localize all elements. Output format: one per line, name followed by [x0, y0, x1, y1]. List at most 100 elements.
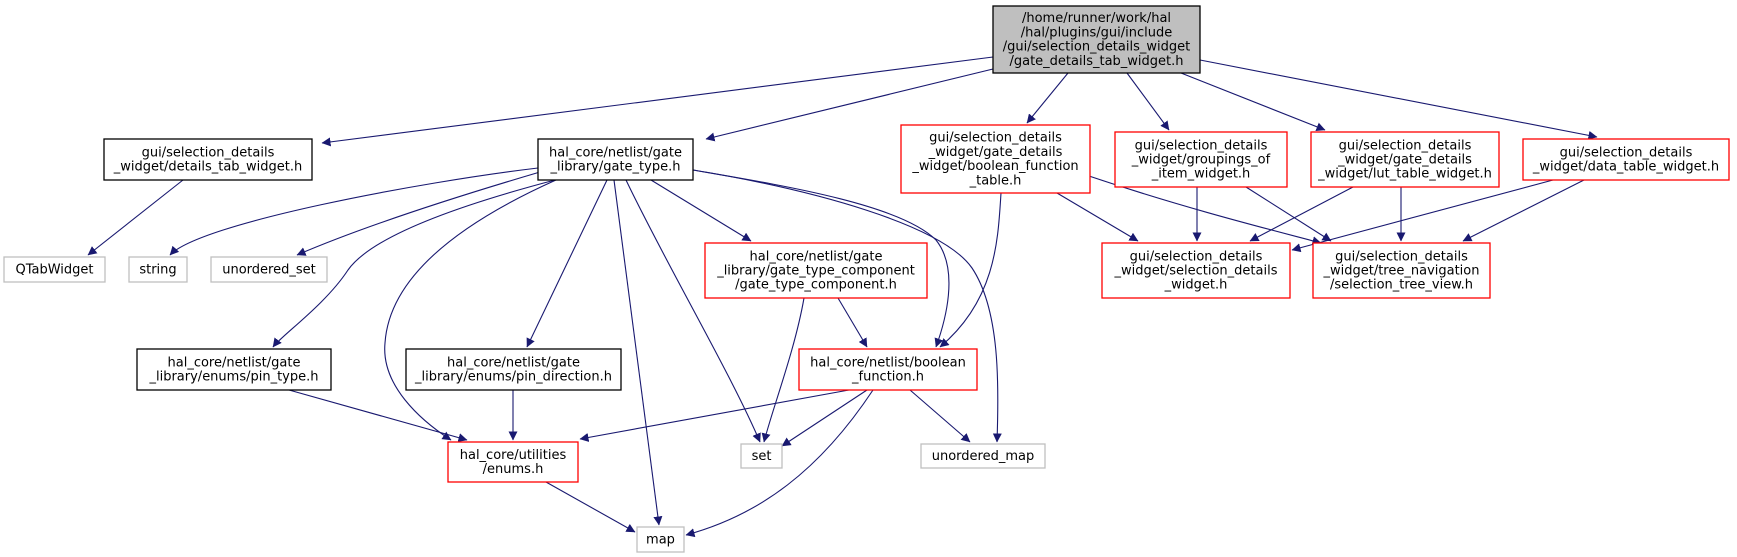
node-label-pin_dir-line-1: _library/enums/pin_direction.h — [414, 370, 612, 385]
edge-gate_type-to-map — [613, 179, 663, 526]
node-label-set-line-0: set — [752, 449, 772, 464]
edge-enums-to-map — [545, 481, 636, 533]
node-data_table[interactable]: gui/selection_details_widget/data_table_… — [1522, 138, 1730, 181]
node-groupings[interactable]: gui/selection_details_widget/groupings_o… — [1114, 131, 1288, 188]
edge-bool_table-to-tree_view — [1088, 175, 1322, 246]
edge-gate_type-to-gtc — [650, 179, 752, 242]
node-box-details_tab — [103, 138, 313, 181]
node-label-gtc-line-1: _library/gate_type_component — [716, 263, 915, 278]
edges-layer — [87, 56, 1598, 538]
node-label-bool_table-line-0: gui/selection_details — [929, 131, 1062, 146]
node-sel_widget[interactable]: gui/selection_details_widget/selection_d… — [1101, 242, 1291, 299]
edge-root-to-bool_table — [1026, 72, 1069, 124]
edge-root-to-data_table — [1199, 59, 1598, 140]
edge-root-to-groupings — [1126, 72, 1170, 131]
node-label-root-line-0: /home/runner/work/hal — [1022, 11, 1171, 26]
node-box-gtc — [704, 242, 928, 299]
node-unordered_set: unordered_set — [210, 256, 328, 283]
node-string: string — [128, 256, 188, 283]
node-box-pin_type — [136, 348, 332, 391]
edge-bool_func-to-map — [685, 389, 874, 538]
edge-gate_type-to-pin_type — [272, 179, 556, 348]
node-label-details_tab-line-0: gui/selection_details — [142, 145, 275, 160]
node-label-bool_func-line-1: _function.h — [851, 370, 924, 385]
edge-lut_table-to-sel_widget — [1249, 186, 1354, 242]
edge-data_table-to-sel_widget — [1291, 179, 1554, 253]
node-box-qtab — [3, 256, 106, 283]
node-label-qtab-line-0: QTabWidget — [15, 262, 93, 277]
node-label-gate_type-line-1: _library/gate_type.h — [550, 160, 681, 175]
node-label-gtc-line-0: hal_core/netlist/gate — [750, 249, 883, 264]
node-label-pin_type-line-0: hal_core/netlist/gate — [168, 355, 301, 370]
node-label-data_table-line-0: gui/selection_details — [1560, 145, 1693, 160]
node-box-pin_dir — [405, 348, 622, 391]
edge-root-to-lut_table — [1180, 72, 1326, 132]
edge-gate_type-to-string — [169, 167, 539, 256]
node-set: set — [740, 443, 783, 469]
edge-gate_type-to-pin_dir — [526, 179, 608, 348]
edge-gate_type-to-enums — [384, 179, 557, 441]
node-label-root-line-3: /gate_details_tab_widget.h — [1009, 54, 1183, 69]
edge-gate_type-to-unordered_set — [296, 171, 541, 256]
node-label-tree_view-line-0: gui/selection_details — [1335, 249, 1468, 264]
node-label-unordered_map-line-0: unordered_map — [932, 449, 1035, 464]
node-label-bool_func-line-0: hal_core/netlist/boolean — [810, 355, 966, 370]
nodes-layer: /home/runner/work/hal/hal/plugins/gui/in… — [3, 5, 1730, 553]
edge-gtc-to-bool_func — [837, 297, 868, 348]
node-box-root — [992, 5, 1201, 74]
node-gate_type[interactable]: hal_core/netlist/gate_library/gate_type.… — [537, 138, 694, 181]
node-label-pin_dir-line-0: hal_core/netlist/gate — [447, 355, 580, 370]
edge-bool_func-to-enums — [579, 389, 850, 442]
node-root[interactable]: /home/runner/work/hal/hal/plugins/gui/in… — [992, 5, 1201, 74]
node-gtc[interactable]: hal_core/netlist/gate_library/gate_type_… — [704, 242, 928, 299]
node-pin_dir[interactable]: hal_core/netlist/gate_library/enums/pin_… — [405, 348, 622, 391]
node-label-groupings-line-0: gui/selection_details — [1135, 138, 1268, 153]
node-label-sel_widget-line-2: _widget.h — [1164, 278, 1228, 293]
node-box-tree_view — [1312, 242, 1491, 299]
edge-gate_type-to-bool_func — [692, 169, 950, 348]
edge-root-to-gate_type — [705, 68, 994, 142]
edge-data_table-to-tree_view — [1462, 179, 1585, 242]
node-label-gtc-line-2: /gate_type_component.h — [735, 278, 897, 293]
node-box-bool_func — [798, 348, 978, 391]
edge-bool_func-to-unordered_map — [909, 389, 971, 443]
node-box-unordered_map — [920, 443, 1046, 469]
node-label-pin_type-line-1: _library/enums/pin_type.h — [148, 370, 318, 385]
node-label-lut_table-line-2: _widget/lut_table_widget.h — [1317, 167, 1492, 182]
edge-bool_table-to-sel_widget — [1056, 192, 1139, 242]
node-box-unordered_set — [210, 256, 328, 283]
node-box-groupings — [1114, 131, 1288, 188]
node-label-tree_view-line-2: /selection_tree_view.h — [1330, 278, 1473, 293]
node-label-details_tab-line-1: _widget/details_tab_widget.h — [113, 160, 303, 175]
node-label-enums-line-1: /enums.h — [483, 462, 544, 477]
node-tree_view[interactable]: gui/selection_details_widget/tree_naviga… — [1312, 242, 1491, 299]
node-unordered_map: unordered_map — [920, 443, 1046, 469]
node-enums[interactable]: hal_core/utilities/enums.h — [447, 441, 579, 483]
node-bool_table[interactable]: gui/selection_details_widget/gate_detail… — [900, 124, 1091, 194]
node-pin_type[interactable]: hal_core/netlist/gate_library/enums/pin_… — [136, 348, 332, 391]
node-lut_table[interactable]: gui/selection_details_widget/gate_detail… — [1310, 131, 1500, 188]
node-label-root-line-2: /gui/selection_details_widget — [1003, 40, 1190, 55]
node-label-sel_widget-line-0: gui/selection_details — [1130, 249, 1263, 264]
edge-bool_table-to-bool_func — [939, 192, 1002, 348]
node-bool_func[interactable]: hal_core/netlist/boolean_function.h — [798, 348, 978, 391]
node-label-groupings-line-1: _widget/groupings_of — [1131, 152, 1271, 167]
node-details_tab[interactable]: gui/selection_details_widget/details_tab… — [103, 138, 313, 181]
node-label-bool_table-line-1: _widget/gate_details — [928, 145, 1063, 160]
node-label-sel_widget-line-1: _widget/selection_details — [1114, 263, 1278, 278]
node-map: map — [636, 526, 685, 553]
edge-gate_type-to-set — [625, 179, 761, 443]
node-label-groupings-line-2: _item_widget.h — [1151, 167, 1251, 182]
node-label-map-line-0: map — [646, 532, 675, 547]
node-box-string — [128, 256, 188, 283]
node-qtab: QTabWidget — [3, 256, 106, 283]
node-box-gate_type — [537, 138, 694, 181]
edge-gtc-to-set — [761, 297, 805, 443]
node-label-gate_type-line-0: hal_core/netlist/gate — [549, 145, 682, 160]
node-label-lut_table-line-0: gui/selection_details — [1339, 138, 1472, 153]
node-box-bool_table — [900, 124, 1091, 194]
node-label-string-line-0: string — [139, 262, 176, 277]
node-box-lut_table — [1310, 131, 1500, 188]
node-label-enums-line-0: hal_core/utilities — [460, 448, 567, 463]
